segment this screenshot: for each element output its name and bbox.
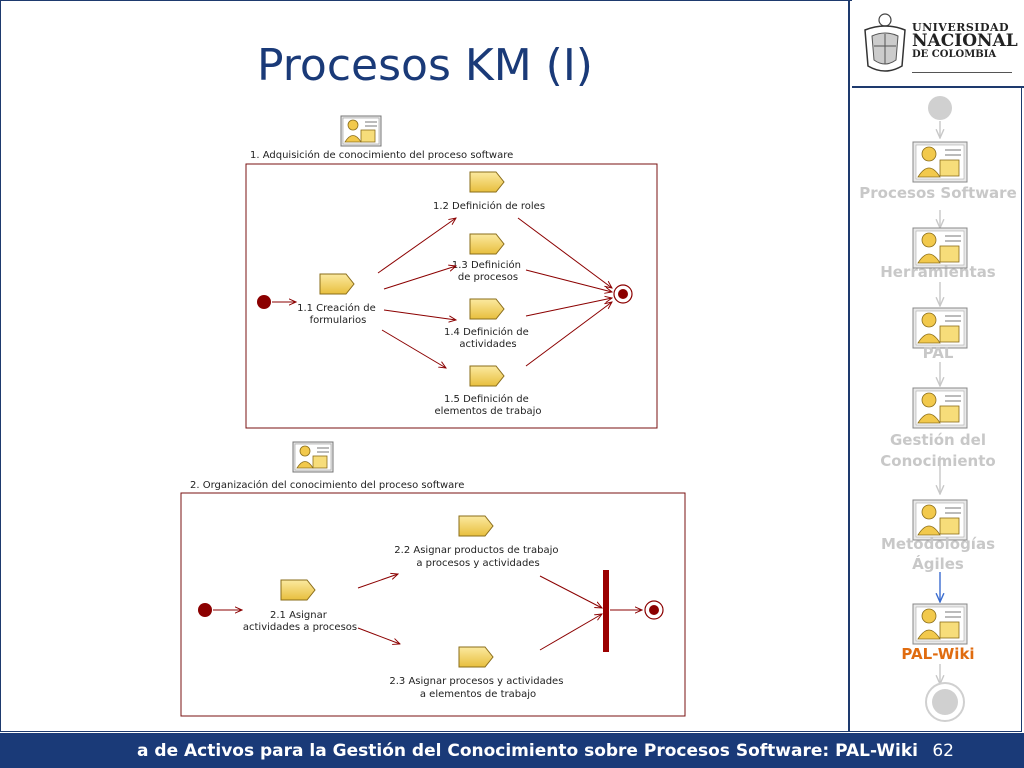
diagram2-flows — [357, 574, 642, 651]
sidebar-item-gestion-del[interactable]: Gestión del — [890, 431, 986, 449]
diagram2-label-2-1: 2.1 Asignar actividades a procesos — [243, 610, 357, 633]
diagram2-frame — [180, 492, 686, 717]
diagram2-label-2-3: 2.3 Asignar procesos y actividades a ele… — [389, 676, 566, 700]
diagram2-activity-2-3 — [458, 646, 494, 668]
diagram1-title: 1. Adquisición de conocimiento del proce… — [250, 149, 513, 161]
diagram2-end-node — [644, 600, 664, 620]
process-icon — [912, 307, 968, 349]
diagram1-activity-1-4 — [469, 298, 505, 320]
diagram1-activity-1-5 — [469, 365, 505, 387]
process-diagrams: 1. Adquisición de conocimiento del proce… — [180, 115, 686, 717]
footer-bar: a de Activos para la Gestión del Conocim… — [0, 733, 1024, 768]
sidebar-item-herramientas[interactable]: Herramientas — [880, 263, 996, 281]
diagram1-end-node — [613, 284, 633, 304]
process-icon-active — [912, 603, 968, 645]
diagram1-label-1-1: 1.1 Creación de formularios — [297, 302, 379, 326]
sidebar-flow — [912, 96, 968, 722]
process-icon-2 — [292, 441, 334, 473]
sidebar-end-node — [925, 682, 965, 722]
sidebar-start-node — [928, 96, 952, 120]
diagram1-activity-1-2 — [469, 171, 505, 193]
diagram1-flows — [377, 218, 612, 368]
diagram1-label-1-5: 1.5 Definición de elementos de trabajo — [435, 393, 542, 417]
diagram1-label-1-4: 1.4 Definición de actividades — [444, 326, 532, 350]
logo-rule — [912, 72, 1012, 73]
process-icon-1 — [340, 115, 382, 147]
sidebar-navigation: Procesos Software Herramientas PAL Gesti… — [852, 90, 1024, 732]
process-icon — [912, 387, 968, 429]
slide-title: Procesos KM (I) — [257, 40, 593, 91]
diagram2-start-node — [198, 603, 212, 617]
university-logo: UNIVERSIDAD NACIONAL DE COLOMBIA — [852, 0, 1024, 88]
diagram1-label-1-3: 1.3 Definición de procesos — [452, 259, 524, 283]
diagram2-activity-2-2 — [458, 515, 494, 537]
diagram1-frame — [245, 163, 658, 429]
diagram2-label-2-2: 2.2 Asignar productos de trabajo a proce… — [394, 545, 561, 569]
diagram2-activity-2-1 — [280, 579, 316, 601]
sidebar-item-metodologias[interactable]: Metodologías — [881, 535, 995, 553]
university-name: UNIVERSIDAD NACIONAL DE COLOMBIA — [912, 21, 1018, 60]
seal-icon — [864, 13, 906, 72]
main-content-area — [848, 0, 850, 732]
page-number: 62 — [932, 741, 954, 761]
sidebar-item-conocimiento[interactable]: Conocimiento — [880, 452, 996, 470]
sidebar-item-pal[interactable]: PAL — [922, 344, 954, 362]
diagram2-title: 2. Organización del conocimiento del pro… — [190, 479, 464, 491]
footer-title: a de Activos para la Gestión del Conocim… — [137, 741, 918, 761]
sidebar-item-pal-wiki[interactable]: PAL-Wiki — [901, 645, 975, 663]
diagram1-activity-1-1 — [319, 273, 355, 295]
diagram1-start-node — [257, 295, 271, 309]
process-icon — [912, 141, 968, 183]
sidebar-item-agiles[interactable]: Ágiles — [912, 555, 964, 573]
slide-frame — [0, 0, 1022, 732]
diagram1-activity-1-3 — [469, 233, 505, 255]
diagram2-join-bar — [603, 570, 609, 652]
diagram1-label-1-2: 1.2 Definición de roles — [433, 200, 545, 212]
sidebar-item-procesos-software[interactable]: Procesos Software — [859, 184, 1017, 202]
